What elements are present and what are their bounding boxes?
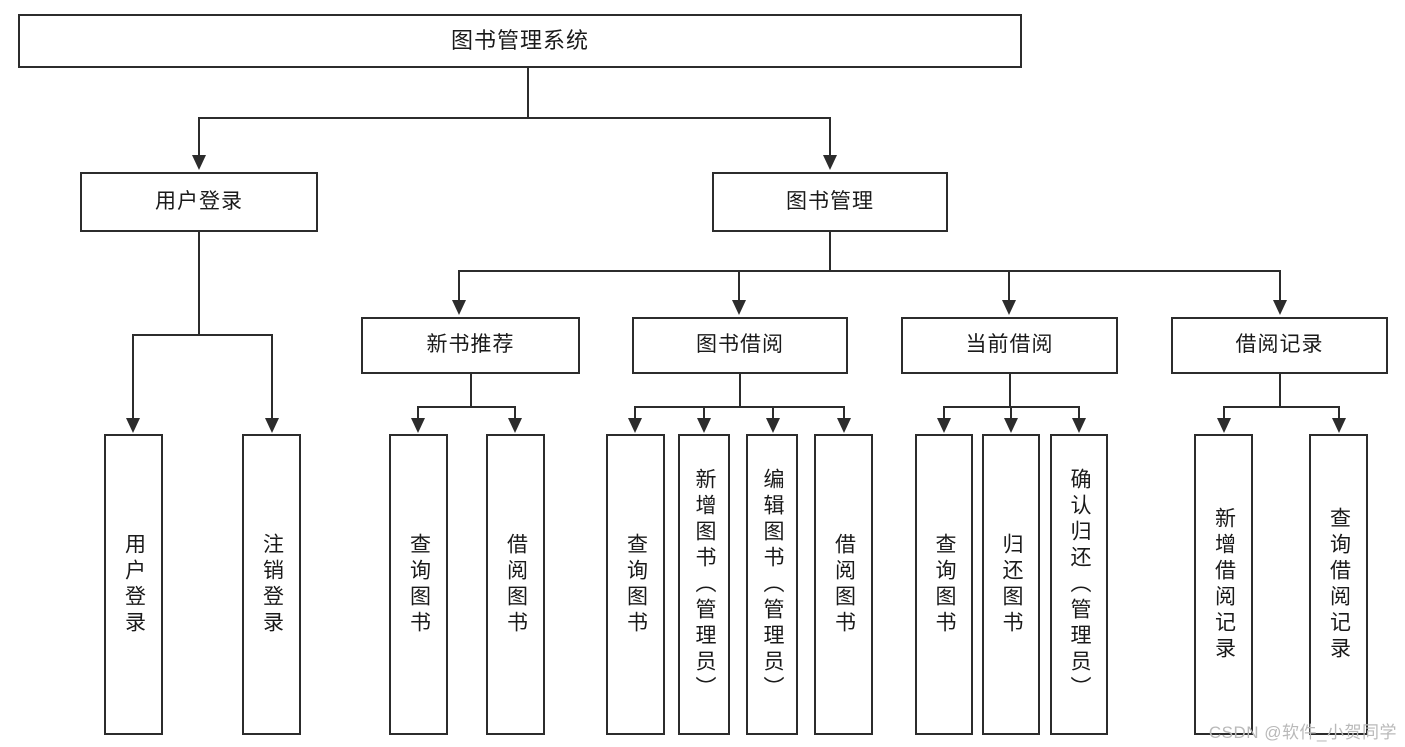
connector-current-borrow-leaf2 (1010, 406, 1012, 418)
node-new-book-recommend[interactable]: 新书推荐 (361, 317, 580, 374)
node-label: 归还图书 (1000, 532, 1024, 637)
connector-book-borrow-leaf2 (703, 406, 705, 418)
node-root-book-management-system[interactable]: 图书管理系统 (18, 14, 1022, 68)
arrow-root-to-book-management (823, 155, 837, 170)
node-label: 查询图书 (407, 532, 431, 637)
connector-new-book-stem (470, 374, 472, 407)
arrow-new-book-leaf1 (411, 418, 425, 433)
connector-to-book-borrow (738, 270, 740, 300)
connector-new-book-leaf1 (417, 406, 419, 418)
connector-user-login-leaf1 (132, 334, 134, 418)
connector-current-borrow-leaf1 (943, 406, 945, 418)
leaf-user-login[interactable]: 用户登录 (104, 434, 163, 735)
arrow-current-borrow-leaf1 (937, 418, 951, 433)
connector-book-borrow-leaf4 (843, 406, 845, 418)
leaf-query-borrow-record[interactable]: 查询借阅记录 (1309, 434, 1368, 735)
connector-to-new-book (458, 270, 460, 300)
node-label: 查询图书 (624, 532, 648, 637)
leaf-book-borrow-action[interactable]: 借阅图书 (814, 434, 873, 735)
arrow-to-book-borrow (732, 300, 746, 315)
leaf-book-add-admin[interactable]: 新增图书（管理员） (678, 434, 730, 735)
connector-root-bus (199, 117, 831, 119)
node-label: 新增借阅记录 (1212, 506, 1236, 663)
node-book-borrow[interactable]: 图书借阅 (632, 317, 848, 374)
leaf-current-query[interactable]: 查询图书 (915, 434, 973, 735)
leaf-book-edit-admin[interactable]: 编辑图书（管理员） (746, 434, 798, 735)
connector-borrow-record-stem (1279, 374, 1281, 407)
arrow-to-borrow-record (1273, 300, 1287, 315)
arrow-book-borrow-leaf3 (766, 418, 780, 433)
node-user-login[interactable]: 用户登录 (80, 172, 318, 232)
leaf-add-borrow-record[interactable]: 新增借阅记录 (1194, 434, 1253, 735)
node-borrow-record[interactable]: 借阅记录 (1171, 317, 1388, 374)
connector-current-borrow-leaf3 (1078, 406, 1080, 418)
node-label: 新增图书（管理员） (693, 467, 717, 702)
arrow-current-borrow-leaf2 (1004, 418, 1018, 433)
arrow-book-borrow-leaf1 (628, 418, 642, 433)
node-label: 确认归还（管理员） (1068, 467, 1092, 702)
connector-book-borrow-bus (635, 406, 844, 408)
arrow-to-new-book (452, 300, 466, 315)
connector-borrow-record-leaf2 (1338, 406, 1340, 418)
connector-book-management-stem (829, 232, 831, 271)
connector-book-borrow-leaf3 (772, 406, 774, 418)
node-label: 新书推荐 (426, 333, 515, 357)
leaf-book-borrow-query[interactable]: 查询图书 (606, 434, 665, 735)
arrow-user-login-leaf2 (265, 418, 279, 433)
connector-borrow-record-leaf1 (1223, 406, 1225, 418)
connector-to-borrow-record (1279, 270, 1281, 300)
connector-book-borrow-leaf1 (634, 406, 636, 418)
watermark-text: CSDN @软件_小贺同学 (1208, 723, 1397, 742)
connector-root-to-user-login (198, 117, 200, 155)
node-label: 查询借阅记录 (1327, 506, 1351, 663)
connector-to-current-borrow (1008, 270, 1010, 300)
connector-current-borrow-bus (944, 406, 1080, 408)
leaf-logout[interactable]: 注销登录 (242, 434, 301, 735)
connector-level3-bus (458, 270, 1280, 272)
connector-root-stem (527, 68, 529, 118)
arrow-user-login-leaf1 (126, 418, 140, 433)
connector-current-borrow-stem (1009, 374, 1011, 407)
leaf-confirm-return-admin[interactable]: 确认归还（管理员） (1050, 434, 1108, 735)
node-label: 当前借阅 (965, 333, 1054, 357)
node-label: 图书借阅 (696, 333, 784, 357)
node-label: 用户登录 (122, 532, 146, 637)
connector-borrow-record-bus (1224, 406, 1340, 408)
node-book-management[interactable]: 图书管理 (712, 172, 948, 232)
arrow-borrow-record-leaf2 (1332, 418, 1346, 433)
node-label: 图书管理系统 (450, 28, 589, 54)
connector-book-borrow-stem (739, 374, 741, 407)
arrow-book-borrow-leaf4 (837, 418, 851, 433)
node-label: 查询图书 (933, 532, 957, 637)
connector-user-login-leaf2 (271, 334, 273, 418)
arrow-current-borrow-leaf3 (1072, 418, 1086, 433)
arrow-new-book-leaf2 (508, 418, 522, 433)
connector-root-to-book-management (829, 117, 831, 155)
node-label: 编辑图书（管理员） (761, 467, 785, 702)
connector-user-login-stem (198, 232, 200, 335)
arrow-borrow-record-leaf1 (1217, 418, 1231, 433)
connector-new-book-bus (418, 406, 516, 408)
node-label: 注销登录 (260, 532, 284, 637)
leaf-current-return[interactable]: 归还图书 (982, 434, 1040, 735)
node-label: 图书管理 (786, 189, 874, 213)
node-label: 用户登录 (155, 189, 243, 213)
arrow-book-borrow-leaf2 (697, 418, 711, 433)
node-label: 借阅图书 (832, 532, 856, 637)
node-current-borrow[interactable]: 当前借阅 (901, 317, 1118, 374)
arrow-to-current-borrow (1002, 300, 1016, 315)
leaf-new-book-borrow[interactable]: 借阅图书 (486, 434, 545, 735)
connector-user-login-bus (133, 334, 273, 336)
arrow-root-to-user-login (192, 155, 206, 170)
leaf-new-book-query[interactable]: 查询图书 (389, 434, 448, 735)
node-label: 借阅记录 (1235, 333, 1324, 357)
node-label: 借阅图书 (504, 532, 528, 637)
connector-new-book-leaf2 (514, 406, 516, 418)
